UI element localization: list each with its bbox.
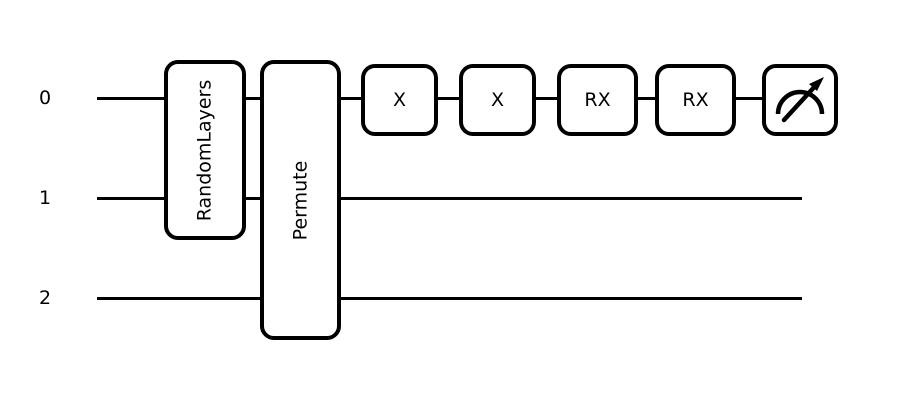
- wire-label-2: 2: [38, 287, 52, 309]
- wire-0-connector-x1-x2: [438, 97, 459, 100]
- wire-0-segment-start: [97, 97, 164, 100]
- wire-0-connector-x2-rx1: [536, 97, 557, 100]
- measurement-meter-icon: [772, 74, 828, 126]
- wire-label-1: 1: [38, 187, 52, 209]
- wire-2-segment-end: [341, 297, 802, 300]
- gate-randomlayers[interactable]: RandomLayers: [164, 60, 246, 240]
- wire-0-connector-permute-x1: [341, 97, 361, 100]
- wire-0-connector-randomlayers-permute: [246, 97, 260, 100]
- gate-permute-label: Permute: [289, 160, 312, 240]
- gate-measurement[interactable]: [762, 64, 838, 136]
- gate-rx-2[interactable]: RX: [655, 64, 736, 136]
- wire-2-segment-start: [97, 297, 260, 300]
- gate-x-2-label: X: [490, 88, 505, 111]
- wire-1-segment-start: [97, 197, 164, 200]
- gate-x-1-label: X: [392, 88, 407, 111]
- wire-label-0: 0: [38, 87, 52, 109]
- gate-x-2[interactable]: X: [459, 64, 536, 136]
- gate-rx-2-label: RX: [682, 88, 709, 111]
- wire-0-connector-rx1-rx2: [638, 97, 655, 100]
- wire-1-segment-end: [341, 197, 802, 200]
- gate-rx-1[interactable]: RX: [557, 64, 638, 136]
- wire-0-connector-rx2-measurement: [736, 97, 762, 100]
- gate-permute[interactable]: Permute: [260, 60, 341, 340]
- wire-1-connector-randomlayers-permute: [246, 197, 260, 200]
- gate-x-1[interactable]: X: [361, 64, 438, 136]
- gate-rx-1-label: RX: [584, 88, 611, 111]
- gate-randomlayers-label: RandomLayers: [193, 79, 216, 221]
